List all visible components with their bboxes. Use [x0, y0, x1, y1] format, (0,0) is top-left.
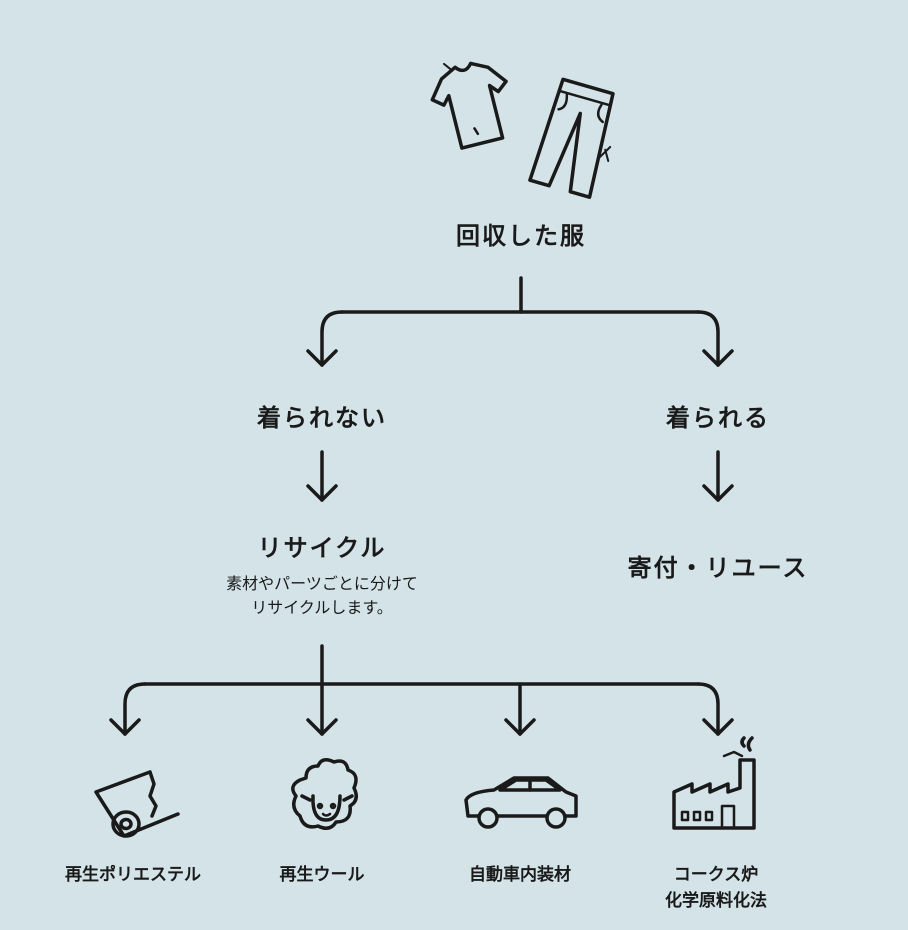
- output-label-coke-oven-method: 化学原料化法: [665, 891, 767, 911]
- recycle-label: リサイクル: [257, 534, 387, 562]
- root-label: 回収した服: [456, 222, 586, 250]
- connector-recycle: [109, 644, 734, 736]
- arrow-left-to-recycle: [306, 450, 338, 502]
- t-shirt-icon: [430, 61, 508, 150]
- recycle-desc-line2: リサイクルします。: [251, 598, 393, 617]
- output-label-wool: 再生ウール: [279, 865, 365, 885]
- arrow-right-to-reuse: [702, 450, 734, 502]
- car-icon: [464, 776, 578, 829]
- branch-left-label: 着られない: [257, 404, 387, 432]
- output-label-car-interior: 自動車内装材: [469, 865, 571, 885]
- sheep-icon: [291, 758, 358, 830]
- branch-right-label: 着られる: [666, 404, 770, 432]
- factory-icon: [672, 736, 756, 830]
- connector-root: [306, 276, 734, 367]
- reuse-label: 寄付・リユース: [627, 554, 809, 582]
- jeans-icon: [528, 77, 615, 199]
- output-label-coke-oven: コークス炉: [673, 865, 759, 885]
- recycle-desc-line1: 素材やパーツごとに分けて: [226, 574, 418, 593]
- output-label-polyester: 再生ポリエステル: [65, 865, 201, 885]
- fabric-roll-icon: [94, 770, 180, 838]
